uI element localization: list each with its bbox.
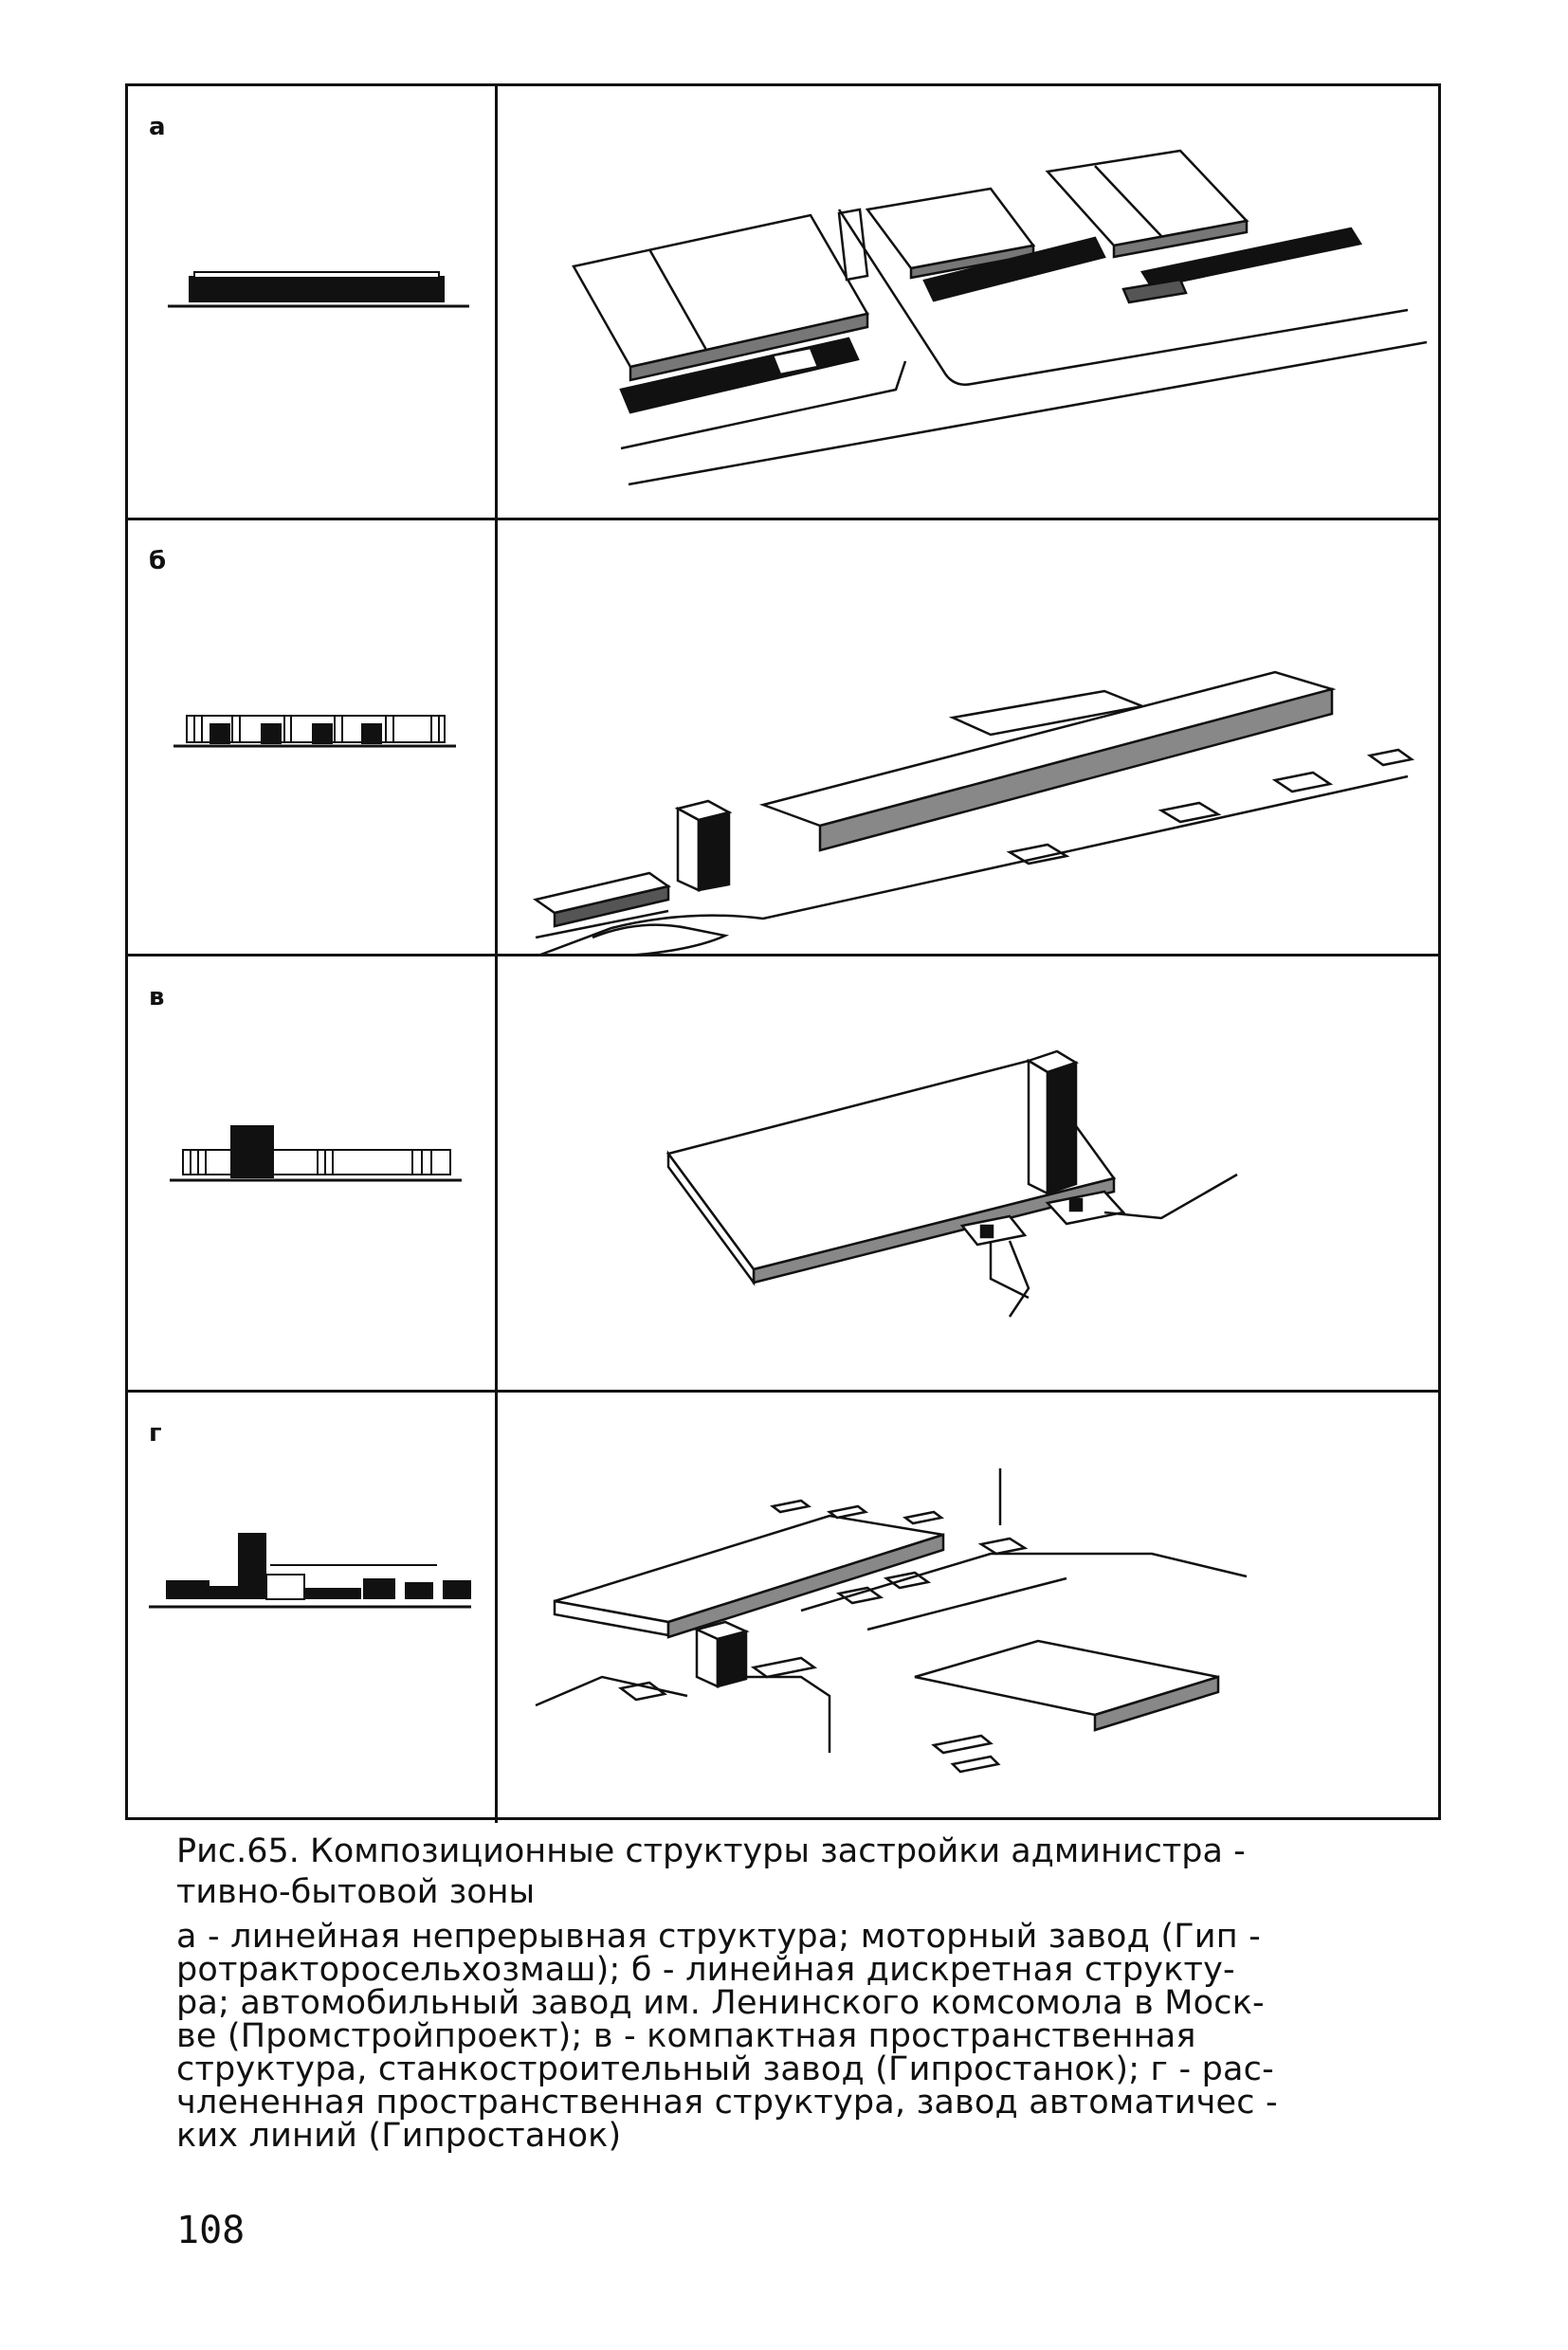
elevation-cell-c: в [128, 956, 498, 1390]
caption-body-line: структура, станкостроительный завод (Гип… [176, 2050, 1274, 2088]
panel-letter-c: в [149, 983, 165, 1011]
panel-letter-b: б [149, 547, 167, 575]
caption-body-line: члененная пространственная структура, за… [176, 2084, 1278, 2122]
axonometric-drawing-d [535, 1468, 1248, 1774]
figure-caption: Рис.65. Композиционные структуры застрой… [176, 1831, 1442, 2153]
figure-table: а [125, 83, 1441, 1823]
elevation-drawing-a [168, 271, 469, 308]
elevation-drawing-b [173, 715, 456, 748]
elevation-cell-d: г [128, 1393, 498, 1823]
panel-letter-a: а [149, 113, 166, 141]
panel-letter-d: г [149, 1419, 162, 1448]
axonometric-cell-b [498, 520, 1438, 956]
elevation-drawing-d [149, 1533, 471, 1609]
figure-row-b: б [128, 520, 1438, 956]
elevation-cell-b: б [128, 520, 498, 954]
figure-row-c: в [128, 956, 1438, 1393]
axonometric-cell-d [498, 1393, 1438, 1823]
axonometric-drawing-c [665, 1049, 1238, 1318]
caption-title-line-2: тивно-бытовой зоны [176, 1873, 536, 1911]
axonometric-drawing-a [572, 149, 1428, 486]
axonometric-cell-a [498, 86, 1438, 518]
elevation-drawing-c [170, 1125, 462, 1182]
page-number: 108 [176, 2209, 246, 2252]
axonometric-cell-c [498, 956, 1438, 1390]
caption-body-line: ве (Промстройпроект); в - компактная про… [176, 2017, 1196, 2055]
caption-body-line: а - линейная непрерывная структура; мото… [176, 1918, 1261, 1956]
figure-row-d: г [128, 1393, 1438, 1823]
caption-title-line-1: Рис.65. Композиционные структуры застрой… [176, 1832, 1246, 1870]
caption-body-line: ких линий (Гипростанок) [176, 2117, 622, 2155]
caption-body-line: ротракторосельхозмаш); б - линейная диск… [176, 1951, 1235, 1989]
figure-row-a: а [128, 86, 1438, 520]
elevation-cell-a: а [128, 86, 498, 518]
caption-body-line: ра; автомобильный завод им. Ленинского к… [176, 1984, 1265, 2022]
axonometric-drawing-b [532, 670, 1415, 956]
